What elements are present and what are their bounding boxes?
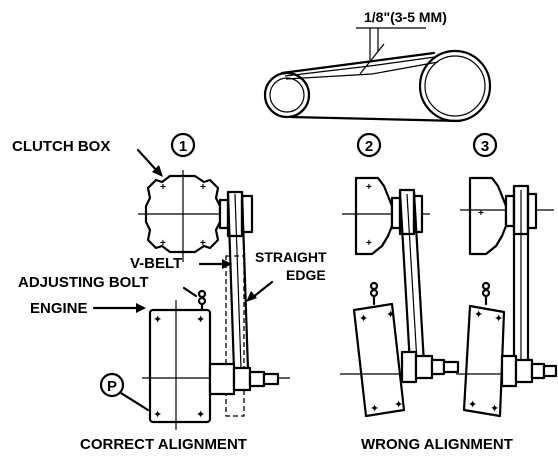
adjusting-bolt xyxy=(197,289,207,316)
svg-text:✦: ✦ xyxy=(474,309,483,321)
svg-text:✦: ✦ xyxy=(359,313,368,325)
figure-number: 1 xyxy=(179,138,187,155)
svg-text:✦: ✦ xyxy=(196,314,205,326)
wrong-alignment-caption: WRONG ALIGNMENT xyxy=(361,436,513,453)
svg-text:✦: ✦ xyxy=(153,409,162,421)
figure-number: 2 xyxy=(365,138,373,155)
svg-text:✦: ✦ xyxy=(386,309,395,321)
correct-alignment-caption: CORRECT ALIGNMENT xyxy=(80,436,247,453)
svg-text:+: + xyxy=(366,182,372,193)
pulley-marker-label: P xyxy=(107,378,117,395)
straight-edge-label-1: STRAIGHT xyxy=(255,249,327,265)
svg-text:✦: ✦ xyxy=(490,403,499,415)
svg-text:+: + xyxy=(200,182,206,193)
figure-3-wrong: 3 + ✦ ✦ ✦ ✦ xyxy=(456,132,558,418)
figure-number: 3 xyxy=(481,138,489,155)
svg-text:+: + xyxy=(160,238,166,249)
straight-edge xyxy=(225,255,245,417)
small-pulley xyxy=(263,71,311,119)
svg-text:+: + xyxy=(200,238,206,249)
svg-text:+: + xyxy=(160,182,166,193)
belt-tension-view: 1/8"(3-5 MM) xyxy=(263,9,492,123)
clutch-box xyxy=(354,176,394,256)
v-belt-label: V-BELT xyxy=(130,255,182,272)
clutch-box xyxy=(468,176,508,256)
engine xyxy=(352,302,406,418)
svg-text:✦: ✦ xyxy=(196,409,205,421)
engine xyxy=(462,304,506,418)
clutch-box-label: CLUTCH BOX xyxy=(12,138,110,155)
svg-text:✦: ✦ xyxy=(370,403,379,415)
figure-1-correct: 1 CLUTCH BOX + + + + V-BELT STRAIGHT EDG… xyxy=(12,132,327,430)
engine xyxy=(148,308,212,424)
svg-text:✦: ✦ xyxy=(494,313,503,325)
svg-text:+: + xyxy=(478,208,484,219)
figure-2-wrong: 2 + + ✦ ✦ ✦ ✦ xyxy=(340,132,460,418)
pulley-marker xyxy=(99,372,125,398)
large-pulley xyxy=(418,49,492,123)
figure-number-circle xyxy=(170,132,196,158)
straight-edge-label-2: EDGE xyxy=(286,267,326,283)
svg-text:+: + xyxy=(366,238,372,249)
svg-text:✦: ✦ xyxy=(468,399,477,411)
adjusting-bolt-label: ADJUSTING BOLT xyxy=(18,274,149,291)
engine-label: ENGINE xyxy=(30,300,88,317)
deflection-label: 1/8"(3-5 MM) xyxy=(364,9,447,25)
svg-text:✦: ✦ xyxy=(394,399,403,411)
svg-text:✦: ✦ xyxy=(153,314,162,326)
